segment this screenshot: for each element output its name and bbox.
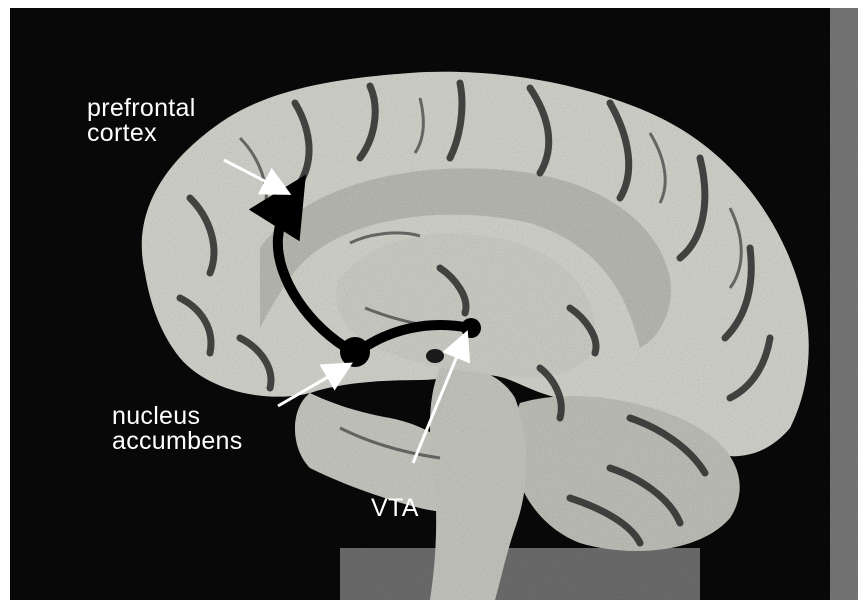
vta-marker xyxy=(461,318,481,338)
vta-label: VTA xyxy=(371,496,419,521)
accumbens-label-line2: accumbens xyxy=(112,429,243,454)
nucleus-accumbens-marker xyxy=(340,337,370,367)
edge-strip xyxy=(830,8,858,600)
prefrontal-label-line1: prefrontal xyxy=(87,96,196,121)
prefrontal-label-line2: cortex xyxy=(87,121,196,146)
nucleus-accumbens-label: nucleus accumbens xyxy=(112,404,243,454)
dark-nucleus xyxy=(426,349,444,363)
bottom-patch xyxy=(340,548,700,600)
prefrontal-cortex-label: prefrontal cortex xyxy=(87,96,196,146)
brain-photo: prefrontal cortex nucleus accumbens VTA xyxy=(10,8,858,600)
accumbens-label-line1: nucleus xyxy=(112,404,243,429)
